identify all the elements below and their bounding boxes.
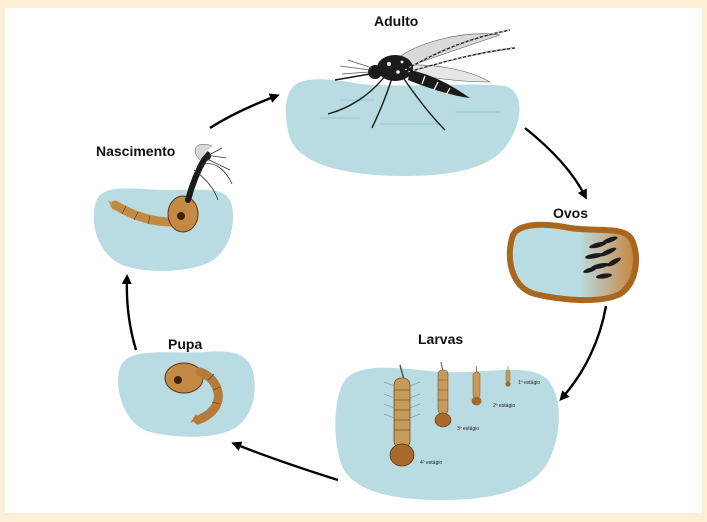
adult-water-blob [286, 79, 520, 176]
instar-1-label: 1º estágio [518, 380, 540, 386]
larvae-label: Larvas [418, 331, 463, 347]
eggs-label: Ovos [553, 205, 588, 221]
instar-3-label: 3º estágio [457, 426, 479, 432]
instar-2-label: 2º estágio [493, 403, 515, 409]
pupa-label: Pupa [168, 336, 202, 352]
emergence-label: Nascimento [96, 143, 175, 159]
adult-label: Adulto [374, 13, 418, 29]
instar-4-label: 4º estágio [420, 460, 442, 466]
